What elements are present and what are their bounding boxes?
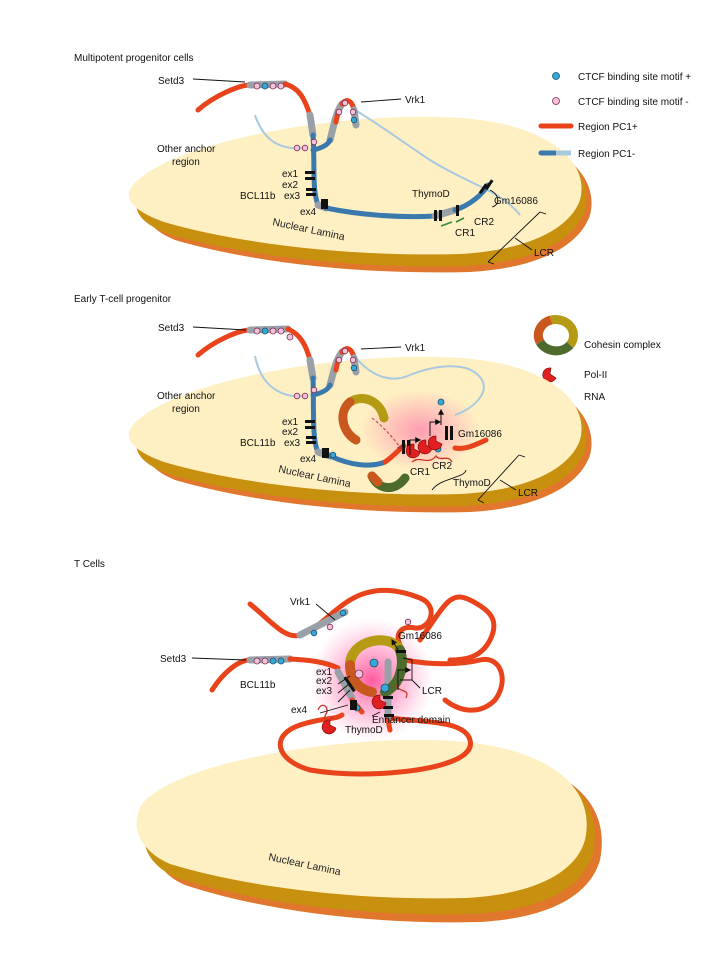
- setd3-label: Setd3: [160, 654, 187, 665]
- ex4-label: ex4: [291, 705, 308, 716]
- other-anchor-label-1: Other anchor: [157, 144, 216, 155]
- legend-ctcf-minus: CTCF binding site motif -: [578, 97, 689, 108]
- ctcf-sites: [253, 82, 358, 152]
- other-anchor-label-1: Other anchor: [157, 391, 216, 402]
- other-anchor-label-2: region: [172, 157, 200, 168]
- bcl11b-label: BCL11b: [240, 680, 276, 691]
- gene-marks: [305, 171, 494, 227]
- transcription-glow: [360, 390, 480, 470]
- exon-leader: [319, 704, 349, 714]
- ex2-label: ex2: [282, 427, 299, 438]
- panel-title: Early T-cell progenitor: [74, 294, 172, 305]
- cr2-label: CR2: [432, 461, 452, 472]
- setd3-label: Setd3: [158, 76, 185, 87]
- gm16086-label: Gm16086: [494, 196, 538, 207]
- ex1-label: ex1: [316, 667, 333, 678]
- legend-pc1-minus: Region PC1-: [578, 149, 635, 160]
- panel-early-t: Early T-cell progenitor Nuclear Lamina: [74, 294, 592, 513]
- bcl11b-label: BCL11b: [240, 438, 276, 449]
- legend-pc1-plus: Region PC1+: [578, 122, 638, 133]
- cohesin-swatch: [533, 315, 578, 356]
- ex4-label: ex4: [300, 454, 317, 465]
- bcl11b-label: BCL11b: [240, 191, 276, 202]
- ex4-label: ex4: [300, 207, 317, 218]
- cr1-label: CR1: [410, 467, 430, 478]
- other-anchor-label-2: region: [172, 404, 200, 415]
- lcr-label: LCR: [534, 248, 554, 259]
- lcr-label: LCR: [518, 488, 538, 499]
- ex3-label: ex3: [316, 686, 333, 697]
- tss-arrow: [397, 667, 412, 690]
- nucleus: [136, 739, 602, 923]
- rna-strand: [317, 704, 335, 721]
- legend-cohesin: Cohesin complex: [584, 340, 661, 351]
- ctcf-minus-swatch: [552, 97, 560, 105]
- legend: CTCF binding site motif + CTCF binding s…: [533, 72, 691, 409]
- panel-multipotent: Multipotent progenitor cells Nuclear Lam…: [74, 53, 592, 273]
- tss-arrow: [429, 419, 442, 436]
- pol2: [371, 694, 387, 710]
- cr1-label: CR1: [455, 228, 475, 239]
- exon-leader: [337, 683, 350, 694]
- tss-arrow: [391, 638, 399, 651]
- thymod-label: ThymoD: [345, 725, 383, 736]
- enhancer-domain-label: Enhancer domain: [372, 715, 450, 726]
- thymod-label: ThymoD: [453, 478, 491, 489]
- legend-rna: RNA: [584, 392, 605, 403]
- ctcf-plus-swatch: [552, 72, 560, 80]
- rna-strand: [411, 454, 453, 463]
- vrk1-label: Vrk1: [405, 95, 426, 106]
- nucleus: [128, 116, 592, 273]
- exon-leader: [337, 689, 351, 703]
- setd3-label: Setd3: [158, 323, 185, 334]
- pol2: [321, 719, 337, 735]
- cohesin-subunit-tip: [367, 471, 383, 487]
- gm16086-label: Gm16086: [458, 429, 502, 440]
- activation-arrow: [371, 417, 403, 451]
- gm16086-label: Gm16086: [398, 631, 442, 642]
- ex3-label: ex3: [284, 191, 301, 202]
- cohesin-ring-open: [338, 394, 389, 445]
- panel-t-cells: T Cells Nuclear Lamina: [74, 559, 602, 923]
- thymod-label: ThymoD: [412, 189, 450, 200]
- ex3-label: ex3: [284, 438, 301, 449]
- panel-title: T Cells: [74, 559, 105, 570]
- vrk1-label: Vrk1: [290, 597, 311, 608]
- ex1-label: ex1: [282, 169, 299, 180]
- ex1-label: ex1: [282, 417, 299, 428]
- ex2-label: ex2: [282, 180, 299, 191]
- legend-ctcf-plus: CTCF binding site motif +: [578, 72, 691, 83]
- lcr-label: LCR: [422, 686, 442, 697]
- exon-leader: [337, 675, 351, 685]
- tss-arrow: [409, 437, 422, 455]
- vrk1-label: Vrk1: [405, 343, 426, 354]
- rna-strand: [394, 683, 408, 699]
- panel-title: Multipotent progenitor cells: [74, 53, 194, 64]
- cr2-label: CR2: [474, 217, 494, 228]
- ex2-label: ex2: [316, 676, 333, 687]
- legend-pol2: Pol-II: [584, 370, 607, 381]
